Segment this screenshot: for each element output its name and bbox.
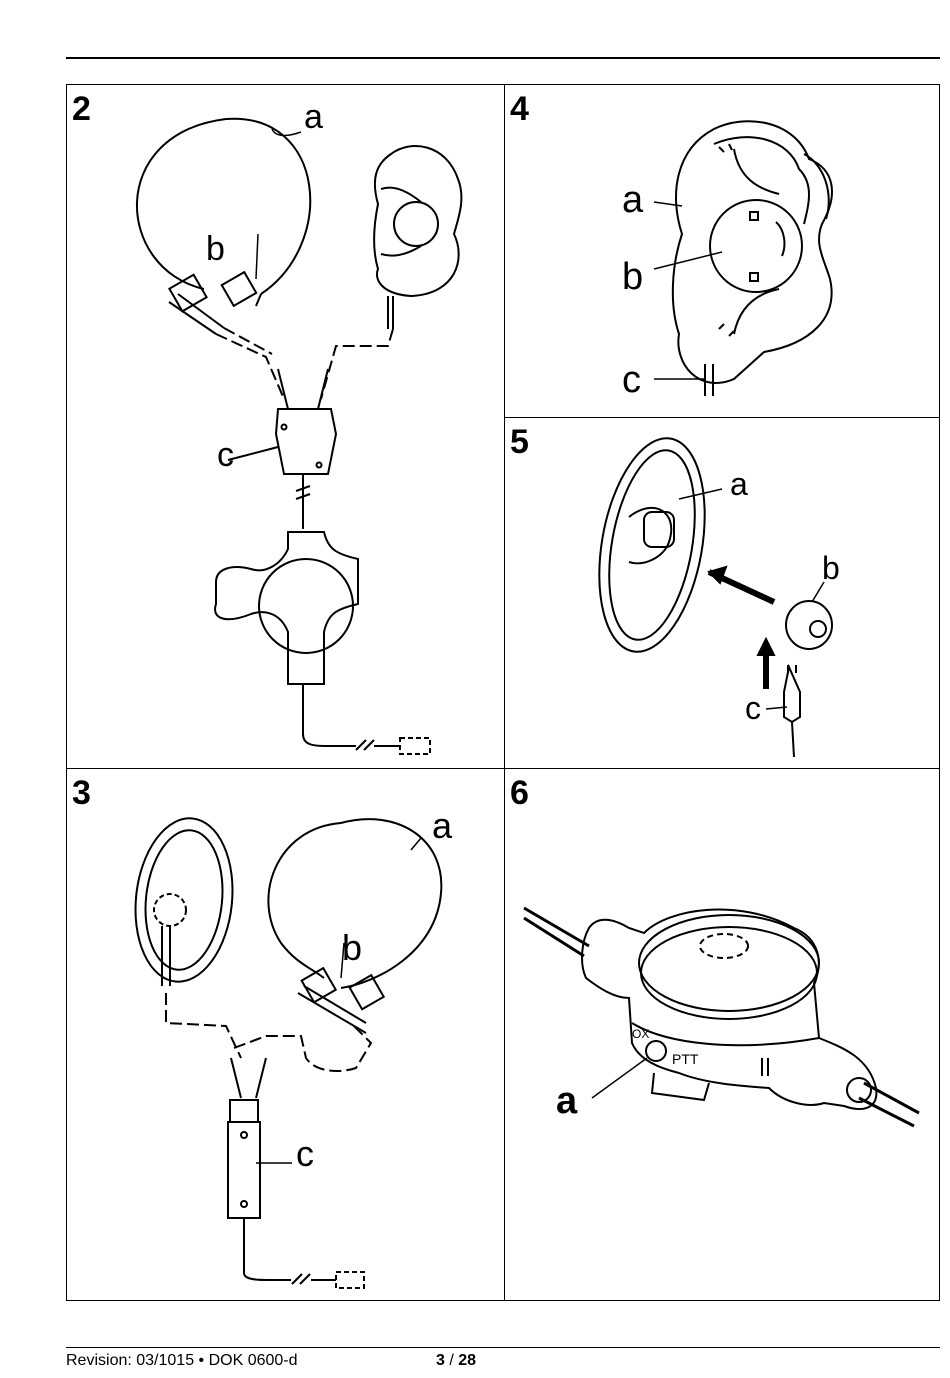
headset-kit-illustration bbox=[135, 117, 463, 755]
grid-divider-right bbox=[504, 417, 940, 418]
label-a: a bbox=[622, 179, 644, 221]
page-total: 28 bbox=[458, 1352, 477, 1369]
header-rule bbox=[66, 57, 940, 59]
figure-4-labels: a b c bbox=[622, 179, 723, 401]
figure-number: 2 bbox=[72, 90, 91, 128]
label-b: b bbox=[622, 256, 643, 298]
figure-3-labels: a b c bbox=[256, 805, 453, 1174]
figure-grid bbox=[66, 84, 940, 1301]
figure-6-labels: a PTT OX bbox=[556, 1027, 699, 1122]
figure-5: 5 a b c bbox=[504, 417, 940, 768]
label-c: c bbox=[217, 436, 234, 474]
label-ox: OX bbox=[632, 1027, 649, 1041]
figure-number: 4 bbox=[510, 90, 529, 128]
figure-2: 2 a b c bbox=[66, 84, 504, 768]
label-ptt: PTT bbox=[672, 1051, 699, 1067]
label-c: c bbox=[745, 690, 761, 726]
figure-number: 5 bbox=[510, 423, 529, 461]
figure-number: 6 bbox=[510, 774, 529, 812]
label-a: a bbox=[432, 805, 453, 846]
earpiece-illustration bbox=[671, 120, 833, 396]
label-a: a bbox=[730, 466, 748, 502]
figure-6: 6 a PTT OX bbox=[504, 768, 940, 1301]
label-a: a bbox=[304, 98, 323, 136]
label-c: c bbox=[296, 1133, 314, 1174]
figure-number: 3 bbox=[72, 774, 91, 812]
figure-3: 3 a b c bbox=[66, 768, 504, 1301]
label-b: b bbox=[206, 230, 225, 268]
figure-4: 4 a b c bbox=[504, 84, 940, 417]
grid-divider-middle bbox=[66, 768, 940, 769]
headset-kit-alt-illustration bbox=[134, 817, 443, 1289]
label-b: b bbox=[342, 927, 362, 968]
revision-info: Revision: 03/1015 • DOK 0600-d bbox=[66, 1352, 298, 1369]
ptt-unit-illustration bbox=[523, 906, 920, 1128]
label-a: a bbox=[556, 1080, 578, 1122]
ear-loop-assembly-illustration bbox=[598, 437, 833, 758]
grid-vertical-divider bbox=[504, 84, 505, 1301]
figure-5-labels: a b c bbox=[678, 466, 840, 726]
page-number: 3 / 28 bbox=[436, 1352, 476, 1370]
page-separator: / bbox=[444, 1352, 459, 1369]
footer-rule bbox=[66, 1347, 940, 1348]
page-current: 3 bbox=[436, 1352, 445, 1369]
figure-2-labels: a b c bbox=[206, 98, 323, 474]
label-c: c bbox=[622, 359, 641, 401]
label-b: b bbox=[822, 550, 840, 586]
